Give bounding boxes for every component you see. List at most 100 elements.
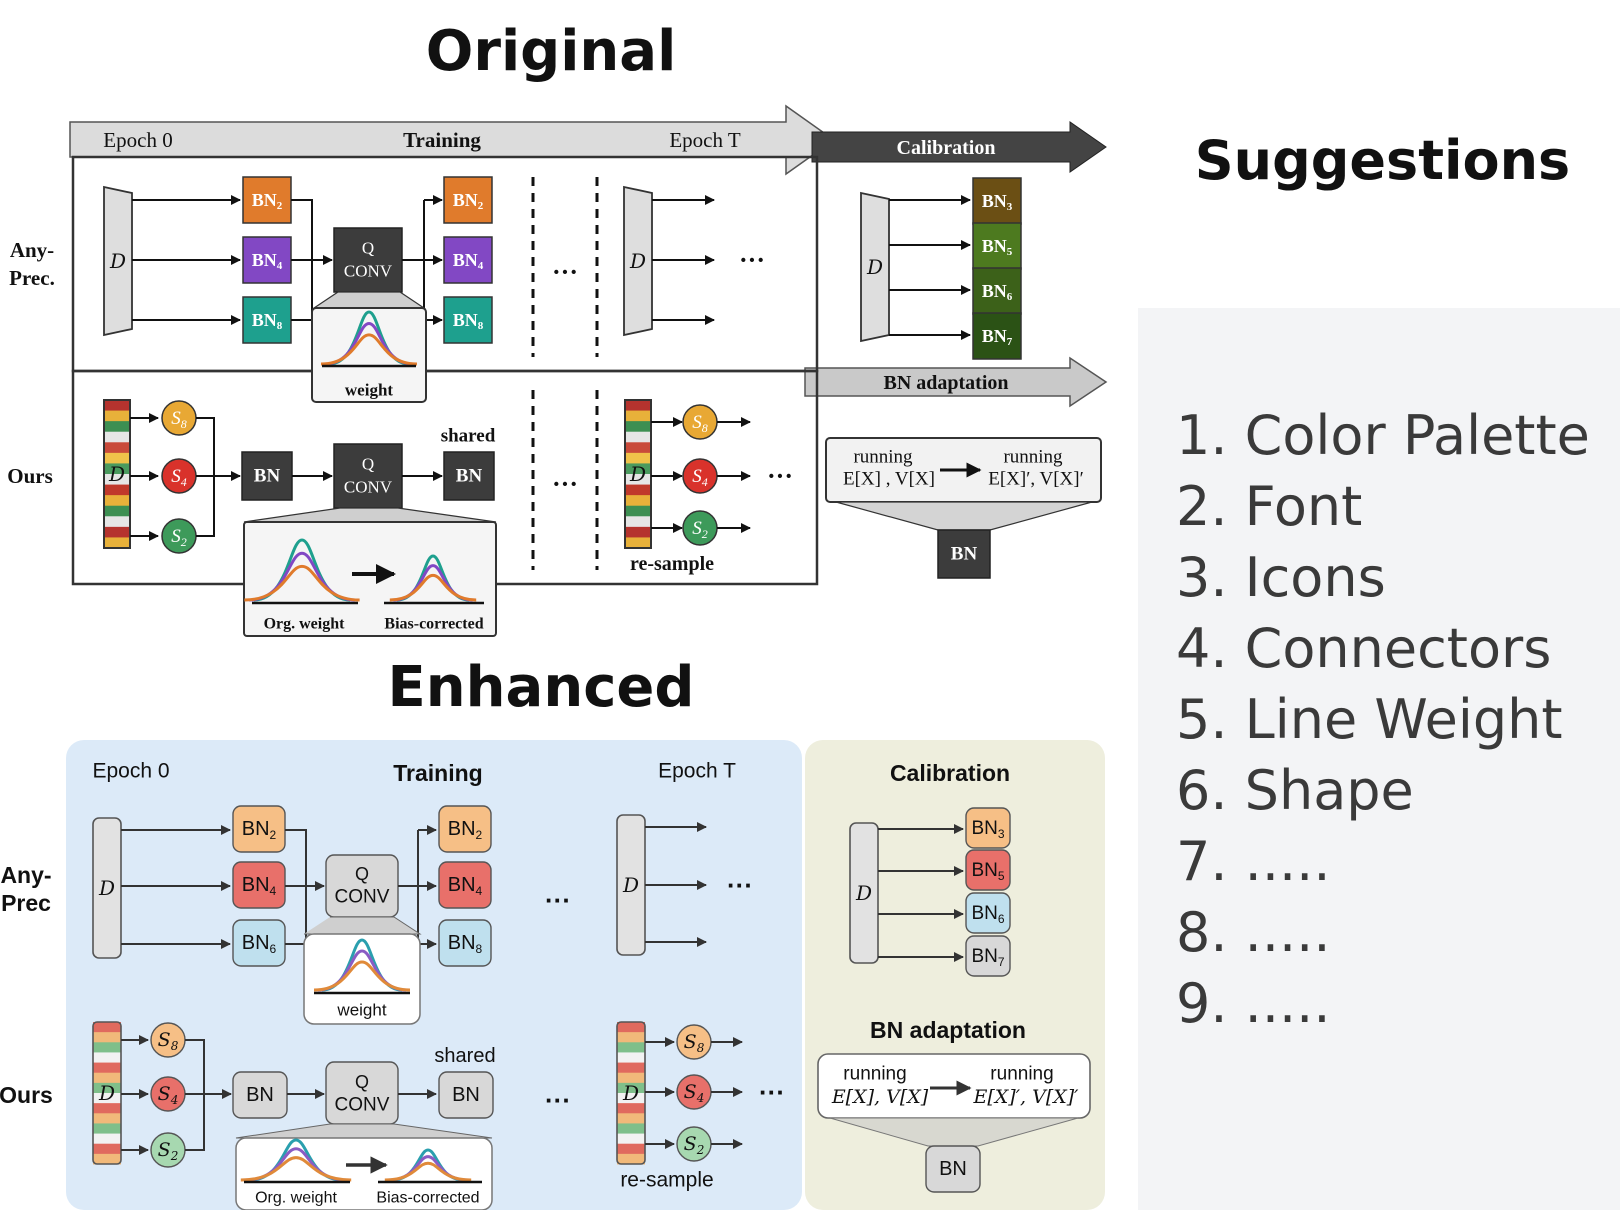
bias-corrected-label: Bias-corrected xyxy=(376,1190,479,1207)
data-stripe xyxy=(104,463,130,475)
bn-box xyxy=(937,529,991,579)
data-stripe xyxy=(617,1032,645,1043)
data-stripe xyxy=(625,495,651,507)
bn-adaptation-label: BN adaptation xyxy=(883,372,1008,394)
training-label: Training xyxy=(403,128,481,152)
data-loader-bar xyxy=(623,185,653,337)
org-weight-label: Org. weight xyxy=(255,1190,337,1207)
data-stripe xyxy=(93,1113,121,1124)
data-stripe xyxy=(104,400,130,412)
ellipsis: ··· xyxy=(727,870,753,900)
bn2-box-label: BN2 xyxy=(448,818,483,842)
original-title: Original xyxy=(425,18,677,84)
shared-bn-label: BN xyxy=(452,1084,480,1106)
calibration-bn5-box xyxy=(972,222,1022,270)
data-stripe xyxy=(625,526,651,538)
stats-label: E[X], V[X] xyxy=(831,1086,929,1108)
bn-adaptation-label: BN adaptation xyxy=(870,1017,1026,1043)
data-stripe xyxy=(93,1022,121,1033)
data-loader-label: D xyxy=(109,249,126,273)
data-stripe xyxy=(625,516,651,528)
data-stripe xyxy=(617,1103,645,1114)
calibration-bn6-box-label: BN6 xyxy=(982,281,1013,303)
suggestion-item: 1. Color Palette xyxy=(1176,404,1590,467)
data-stripe xyxy=(617,1072,645,1084)
data-stripe xyxy=(617,1022,645,1033)
data-stripe xyxy=(93,1082,121,1094)
qconv-conv-label: CONV xyxy=(335,1095,390,1116)
original-title-pill: Original xyxy=(366,10,736,92)
data-loader-bar xyxy=(624,399,652,549)
running-label: running xyxy=(853,447,913,468)
data-stripe xyxy=(104,537,130,549)
calibration-bn7-box xyxy=(972,312,1022,360)
data-stripe xyxy=(617,1042,645,1053)
shared-label: shared xyxy=(434,1045,495,1067)
calibration-bn5-box xyxy=(965,849,1011,891)
data-stripe xyxy=(93,1103,121,1114)
data-stripe xyxy=(104,484,130,496)
row-label-anyprec: Prec xyxy=(1,890,51,916)
data-stripe xyxy=(104,516,130,528)
suggestion-item: 2. Font xyxy=(1176,475,1363,538)
distribution-curve xyxy=(244,564,360,602)
data-stripe xyxy=(617,1113,645,1124)
distribution-curve xyxy=(313,960,411,992)
resample-label: re-sample xyxy=(630,553,714,575)
stats-label: E[X]′, V[X]′ xyxy=(972,1086,1079,1108)
calibration-label: Calibration xyxy=(897,137,996,159)
data-stripe xyxy=(617,1143,645,1155)
ellipsis: ··· xyxy=(552,258,578,287)
enhanced-title-pill: Enhanced xyxy=(355,646,727,728)
data-stripe xyxy=(104,421,130,433)
data-stripe xyxy=(93,1153,121,1165)
bn-box xyxy=(925,1145,981,1193)
qconv-q-label: Q xyxy=(355,1072,369,1092)
data-stripe xyxy=(93,1133,121,1145)
ellipsis: ··· xyxy=(545,1085,571,1115)
bn-label: BN xyxy=(254,466,281,487)
callout-connector xyxy=(243,507,497,523)
data-stripe xyxy=(93,1062,121,1074)
data-stripe xyxy=(104,452,130,464)
bn4-box-label: BN4 xyxy=(448,874,483,898)
data-loader-label: D xyxy=(622,873,639,897)
sampler-label: S2 xyxy=(158,1139,179,1163)
data-stripe xyxy=(625,400,651,412)
bn6-box-label: BN6 xyxy=(242,932,277,956)
stats-label: E[X] , V[X] xyxy=(843,469,935,490)
data-stripe xyxy=(617,1062,645,1074)
bn8-box-label: BN8 xyxy=(448,932,483,956)
data-stripe xyxy=(93,1072,121,1084)
calibration-bn5-box-label: BN5 xyxy=(982,236,1013,258)
data-stripe xyxy=(104,431,130,443)
epochT-label: Epoch T xyxy=(669,128,741,152)
weight-label: weight xyxy=(345,381,394,400)
callout-connector xyxy=(835,501,1093,531)
bn-box xyxy=(241,451,293,501)
data-stripe xyxy=(617,1153,645,1165)
data-stripe xyxy=(625,442,651,454)
suggestion-item: 9. ..... xyxy=(1176,972,1331,1035)
distribution-curve xyxy=(240,1156,352,1182)
calibration-bn5-label: BN5 xyxy=(971,860,1004,884)
stats-label: E[X]′, V[X]′ xyxy=(988,469,1084,490)
suggestions-title-pill: Suggestions xyxy=(1155,104,1610,216)
qconv-q-label: Q xyxy=(362,239,374,258)
bn4-box-label: BN4 xyxy=(242,874,277,898)
weight-label: weight xyxy=(336,1001,386,1020)
bn4-box xyxy=(438,861,492,909)
ellipsis: ··· xyxy=(759,1077,785,1107)
data-stripe xyxy=(625,505,651,517)
bn-label: BN xyxy=(246,1084,274,1106)
weight-popup xyxy=(311,307,427,403)
row-label-anyprec: Prec. xyxy=(9,266,55,290)
callout-connector xyxy=(235,1123,493,1139)
suggestion-item: 4. Connectors xyxy=(1176,617,1552,680)
sampler-label: S2 xyxy=(692,518,708,542)
calibration-bn3-box xyxy=(972,177,1022,225)
bias-correction-popup xyxy=(243,521,497,637)
sampler-label: S2 xyxy=(684,1133,705,1157)
running-label: running xyxy=(843,1064,906,1085)
suggestion-item: 7. ..... xyxy=(1176,830,1331,893)
